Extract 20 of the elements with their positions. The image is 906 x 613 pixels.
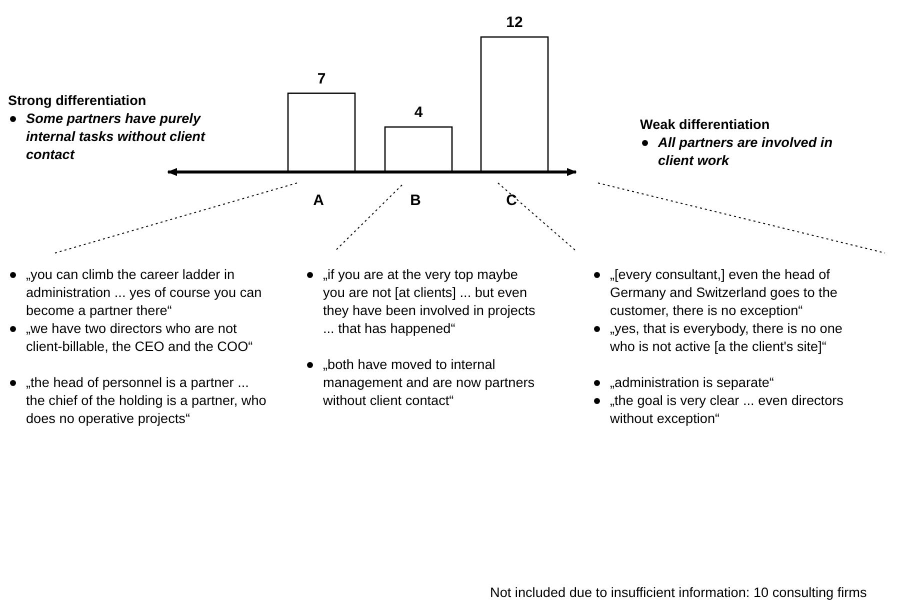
quote-text: „if you are at the very top maybe you are not [at clients] ... but even they have been involved in projects ... that has happened“	[323, 266, 536, 338]
quote-text: „we have two directors who are not client-billable, the CEO and the COO“	[26, 320, 254, 356]
quote-text: „[every consultant,] even the head of Germany and Switzerland goes to the customer, there is no exception“	[610, 266, 838, 320]
footnote-text: Not included due to insufficient information: 10 consulting firms	[490, 584, 867, 602]
heading-text: Strong differentiation	[8, 92, 146, 110]
value-label: 7	[317, 70, 326, 88]
quote-text: „the head of personnel is a partner ... the chief of the holding is a partner, who does no operative projects“	[26, 374, 268, 428]
category-label: B	[410, 192, 421, 209]
quote-text: „you can climb the career ladder in administration ... yes of course you can become a partner there“	[26, 266, 263, 320]
value-label: 4	[414, 104, 423, 121]
category-label: C	[506, 192, 517, 209]
quote-text: „yes, that is everybody, there is no one who is not active [a the client's site]“	[610, 320, 844, 356]
quote-text: „administration is separate“	[610, 374, 774, 392]
description-text: Some partners have purely internal tasks without client contact	[26, 110, 206, 164]
quote-text: „both have moved to internal management and are now partners without client contact“	[323, 356, 536, 410]
value-label: 12	[506, 14, 523, 31]
heading-text: Weak differentiation	[640, 116, 770, 134]
description-text: All partners are involved in client work	[658, 134, 834, 170]
category-label: A	[313, 192, 324, 209]
quote-text: „the goal is very clear ... even directors without exception“	[610, 392, 844, 428]
